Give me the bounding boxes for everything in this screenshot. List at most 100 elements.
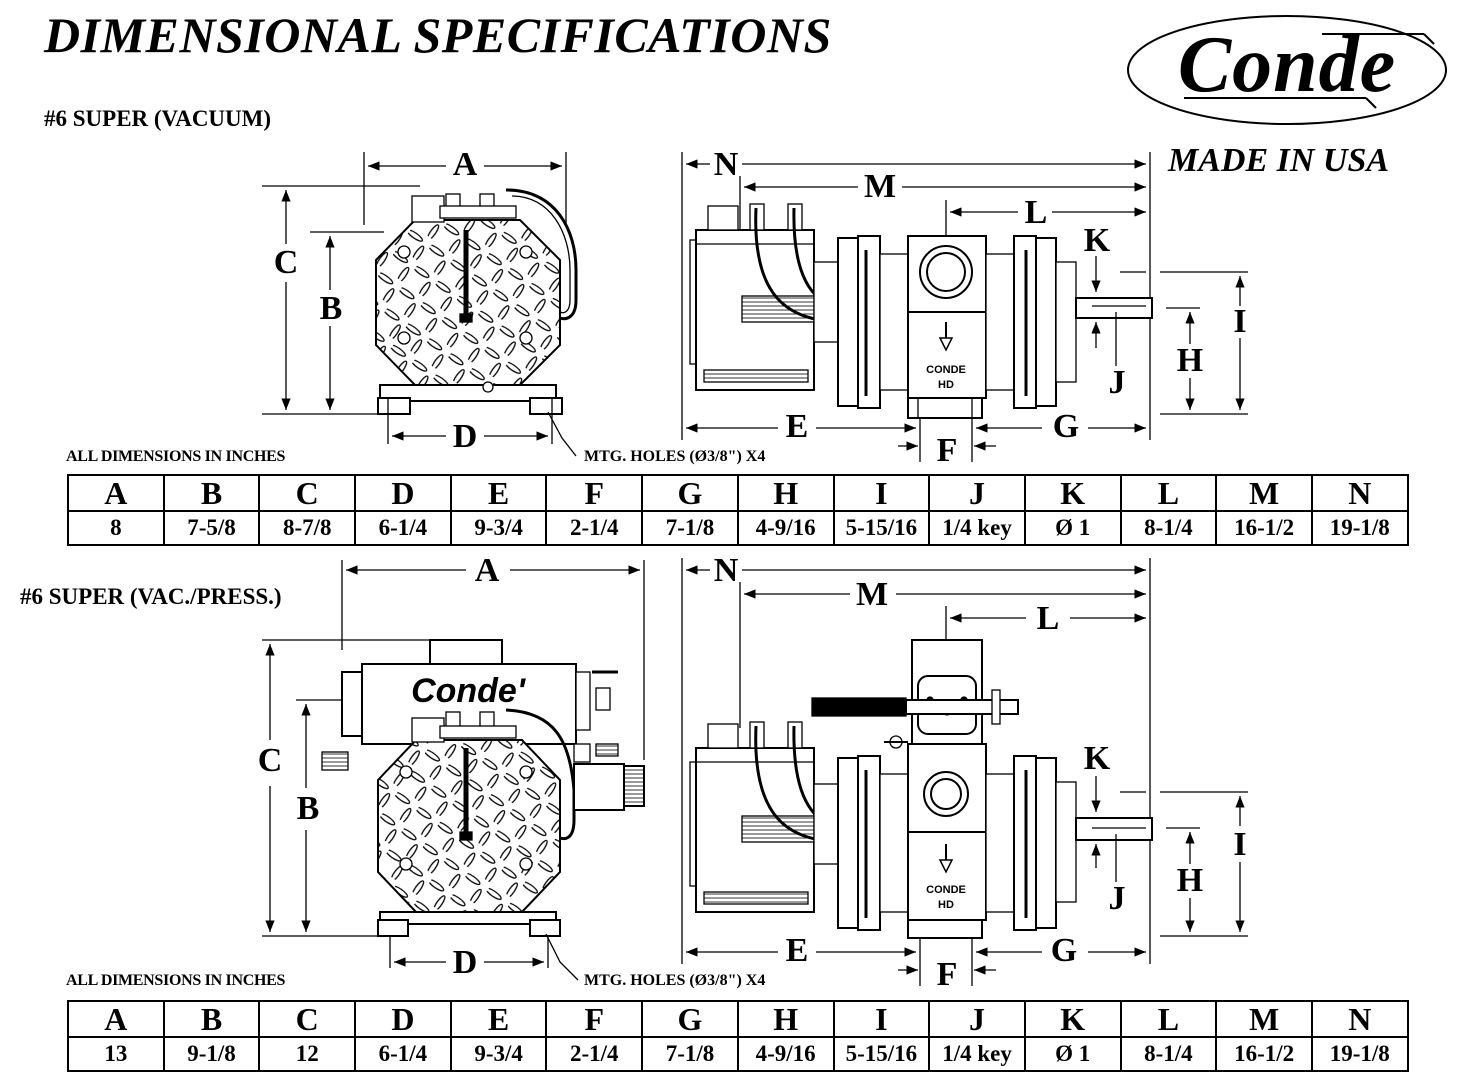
column-header-d: D: [354, 1000, 452, 1038]
dim-label-c: C: [273, 244, 299, 281]
dim-label-k-2: K: [1083, 740, 1111, 777]
column-header-j: J: [928, 474, 1026, 512]
column-header-d: D: [354, 474, 452, 512]
made-in-usa: MADE IN USA: [1168, 142, 1390, 179]
dim-label-b: B: [319, 290, 343, 327]
value-cell-l: 8-1/4: [1119, 510, 1218, 546]
column-header-k: K: [1023, 1000, 1122, 1038]
column-header-m: M: [1215, 474, 1313, 512]
column-header-m: M: [1215, 1000, 1313, 1038]
conde-logo: Conde: [1126, 14, 1448, 126]
value-cell-j: 1/4 key: [928, 510, 1026, 546]
dim-label-a-2: A: [474, 552, 500, 589]
pump-label-bottom-line2: HD: [938, 899, 954, 911]
dim-label-j: J: [1108, 364, 1126, 401]
dim-label-d-2: D: [452, 944, 478, 981]
bottom-side-view: [681, 558, 1248, 986]
column-header-g: G: [641, 474, 739, 512]
column-header-g: G: [641, 1000, 739, 1038]
dim-label-h-2: H: [1176, 862, 1204, 899]
column-header-n: N: [1310, 1000, 1409, 1038]
column-header-l: L: [1119, 474, 1218, 512]
value-cell-b: 9-1/8: [162, 1036, 261, 1072]
dim-label-e-2: E: [785, 932, 809, 969]
value-cell-f: 2-1/4: [545, 510, 644, 546]
units-note-bottom: ALL DIMENSIONS IN INCHES: [66, 972, 286, 989]
column-header-k: K: [1023, 474, 1122, 512]
value-cell-h: 4-9/16: [736, 1036, 835, 1072]
value-cell-e: 9-3/4: [449, 1036, 548, 1072]
dim-label-l: L: [1024, 194, 1048, 231]
value-cell-n: 19-1/8: [1310, 510, 1409, 546]
dim-label-l-2: L: [1036, 600, 1060, 637]
top-side-view: [681, 152, 1248, 462]
dim-label-e: E: [785, 408, 809, 445]
page-title: DIMENSIONAL SPECIFICATIONS: [44, 7, 832, 63]
logo-ellipse-icon: [1127, 15, 1447, 125]
tank-logo: Conde': [411, 672, 527, 710]
column-header-e: E: [449, 474, 548, 512]
top-front-view: [262, 152, 578, 457]
value-cell-e: 9-3/4: [449, 510, 548, 546]
column-header-a: A: [67, 1000, 165, 1038]
dim-label-g: G: [1052, 408, 1080, 445]
dim-label-g-2: G: [1050, 932, 1078, 969]
pump-label-top-line1: CONDE: [926, 364, 966, 376]
value-cell-c: 12: [258, 1036, 357, 1072]
dim-label-m: M: [863, 168, 897, 205]
dim-label-c-2: C: [257, 742, 283, 779]
dim-label-f: F: [936, 432, 958, 469]
value-cell-n: 19-1/8: [1310, 1036, 1409, 1072]
value-cell-a: 13: [67, 1036, 165, 1072]
column-header-h: H: [736, 1000, 835, 1038]
column-header-j: J: [928, 1000, 1026, 1038]
value-cell-m: 16-1/2: [1215, 1036, 1313, 1072]
value-cell-k: Ø 1: [1023, 510, 1122, 546]
dim-label-n-2: N: [713, 552, 739, 589]
dim-label-h: H: [1176, 342, 1204, 379]
dim-label-b-2: B: [296, 790, 320, 827]
logo-text: Conde: [1177, 21, 1397, 109]
dim-label-i-2: I: [1233, 826, 1247, 863]
value-cell-i: 5-15/16: [832, 1036, 931, 1072]
mount-holes-note-bottom: MTG. HOLES (Ø3/8") X4: [584, 972, 766, 989]
dim-label-a: A: [452, 146, 478, 183]
column-header-f: F: [545, 474, 644, 512]
column-header-f: F: [545, 1000, 644, 1038]
column-header-a: A: [67, 474, 165, 512]
column-header-l: L: [1119, 1000, 1218, 1038]
column-header-n: N: [1310, 474, 1409, 512]
value-cell-f: 2-1/4: [545, 1036, 644, 1072]
value-cell-g: 7-1/8: [641, 1036, 739, 1072]
column-header-h: H: [736, 474, 835, 512]
dim-label-m-2: M: [855, 576, 889, 613]
value-cell-l: 8-1/4: [1119, 1036, 1218, 1072]
value-cell-g: 7-1/8: [641, 510, 739, 546]
value-cell-d: 6-1/4: [354, 510, 452, 546]
units-note-top: ALL DIMENSIONS IN INCHES: [66, 448, 286, 465]
column-header-i: I: [832, 1000, 931, 1038]
pump-label-top-line2: HD: [938, 379, 954, 391]
value-cell-k: Ø 1: [1023, 1036, 1122, 1072]
value-cell-d: 6-1/4: [354, 1036, 452, 1072]
column-header-c: C: [258, 474, 357, 512]
dim-label-i: I: [1233, 303, 1247, 340]
dim-label-j-2: J: [1108, 880, 1126, 917]
value-cell-m: 16-1/2: [1215, 510, 1313, 546]
section-heading-vacuum: #6 SUPER (VACUUM): [44, 106, 272, 131]
dim-label-n: N: [713, 146, 739, 183]
column-header-c: C: [258, 1000, 357, 1038]
value-cell-a: 8: [67, 510, 165, 546]
value-cell-j: 1/4 key: [928, 1036, 1026, 1072]
section-heading-vac-press: #6 SUPER (VAC./PRESS.): [20, 584, 282, 609]
bottom-front-view: [262, 560, 645, 981]
column-header-i: I: [832, 474, 931, 512]
value-cell-i: 5-15/16: [832, 510, 931, 546]
column-header-e: E: [449, 1000, 548, 1038]
